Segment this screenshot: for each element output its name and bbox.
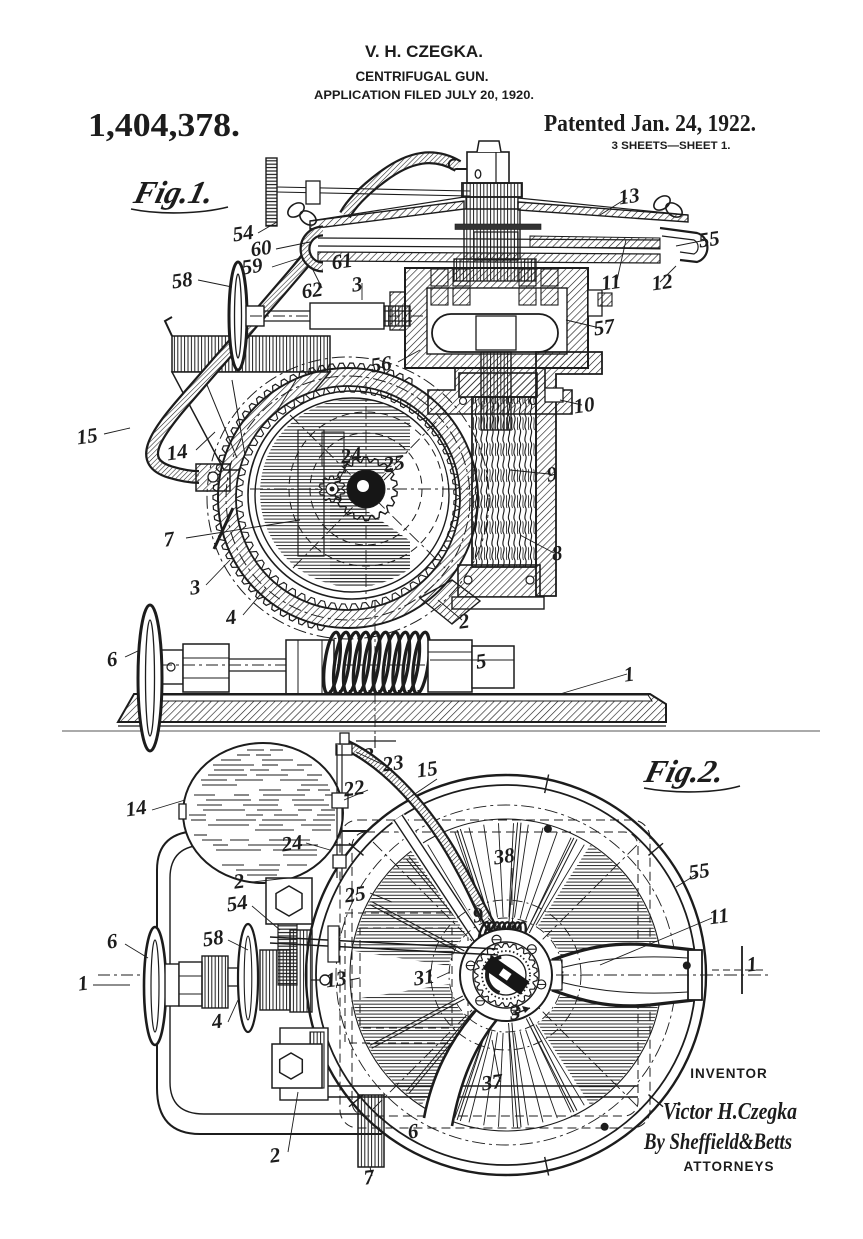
svg-text:Fig.1.: Fig.1. <box>129 175 217 210</box>
svg-text:3: 3 <box>349 271 364 296</box>
svg-text:10: 10 <box>572 392 597 419</box>
svg-text:Victor H.Czegka: Victor H.Czegka <box>663 1099 797 1125</box>
svg-text:55: 55 <box>687 858 711 885</box>
svg-text:3: 3 <box>187 574 202 599</box>
svg-text:13: 13 <box>324 966 348 993</box>
svg-text:58: 58 <box>170 267 195 294</box>
svg-text:25: 25 <box>342 881 367 908</box>
svg-text:6: 6 <box>406 1118 420 1143</box>
svg-text:62: 62 <box>300 277 325 304</box>
svg-text:Fig.2.: Fig.2. <box>640 754 728 789</box>
svg-text:By Sheffield&Betts: By Sheffield&Betts <box>643 1129 792 1154</box>
svg-text:59: 59 <box>240 253 265 280</box>
svg-text:3: 3 <box>507 999 522 1024</box>
svg-text:Patented Jan. 24, 1922.: Patented Jan. 24, 1922. <box>544 111 756 137</box>
svg-text:37: 37 <box>479 1069 506 1096</box>
svg-text:12: 12 <box>650 269 675 296</box>
svg-text:8: 8 <box>550 540 564 565</box>
svg-text:25: 25 <box>381 450 406 477</box>
svg-text:4: 4 <box>223 604 238 629</box>
svg-text:1: 1 <box>745 951 759 976</box>
svg-text:3 SHEETS—SHEET 1.: 3 SHEETS—SHEET 1. <box>612 140 731 152</box>
svg-text:24: 24 <box>338 442 363 469</box>
svg-text:9: 9 <box>545 461 559 486</box>
svg-text:CENTRIFUGAL GUN.: CENTRIFUGAL GUN. <box>356 69 489 84</box>
svg-text:11: 11 <box>708 903 731 930</box>
svg-text:2: 2 <box>267 1142 282 1167</box>
svg-text:2: 2 <box>456 608 471 633</box>
svg-text:15: 15 <box>75 423 99 450</box>
svg-text:24: 24 <box>279 830 304 857</box>
svg-text:ATTORNEYS: ATTORNEYS <box>683 1159 774 1174</box>
svg-text:14: 14 <box>165 439 189 466</box>
svg-text:31: 31 <box>411 964 436 991</box>
svg-text:38: 38 <box>491 843 517 870</box>
svg-text:15: 15 <box>415 756 439 783</box>
svg-text:55: 55 <box>697 226 721 253</box>
svg-text:5: 5 <box>474 648 488 673</box>
svg-text:61: 61 <box>330 248 354 275</box>
svg-text:1: 1 <box>76 970 90 995</box>
svg-text:1: 1 <box>622 661 636 686</box>
svg-text:23: 23 <box>380 750 405 777</box>
svg-text:1,404,378.: 1,404,378. <box>88 107 240 144</box>
svg-text:9: 9 <box>471 902 485 927</box>
svg-text:2: 2 <box>231 868 246 893</box>
svg-text:22: 22 <box>341 775 367 802</box>
svg-text:54: 54 <box>225 890 249 917</box>
svg-text:APPLICATION FILED JULY 20, 192: APPLICATION FILED JULY 20, 1920. <box>314 90 534 102</box>
svg-text:56: 56 <box>369 351 394 378</box>
svg-text:6: 6 <box>105 928 119 953</box>
svg-text:58: 58 <box>201 925 226 952</box>
svg-text:INVENTOR: INVENTOR <box>690 1066 768 1081</box>
svg-text:13: 13 <box>617 183 641 210</box>
svg-text:V. H. CZEGKA.: V. H. CZEGKA. <box>365 42 483 61</box>
svg-text:4: 4 <box>209 1008 224 1033</box>
svg-text:11: 11 <box>600 269 623 296</box>
svg-text:54: 54 <box>231 220 255 247</box>
svg-text:6: 6 <box>105 646 119 671</box>
svg-text:14: 14 <box>124 795 148 822</box>
svg-text:60: 60 <box>249 235 274 262</box>
